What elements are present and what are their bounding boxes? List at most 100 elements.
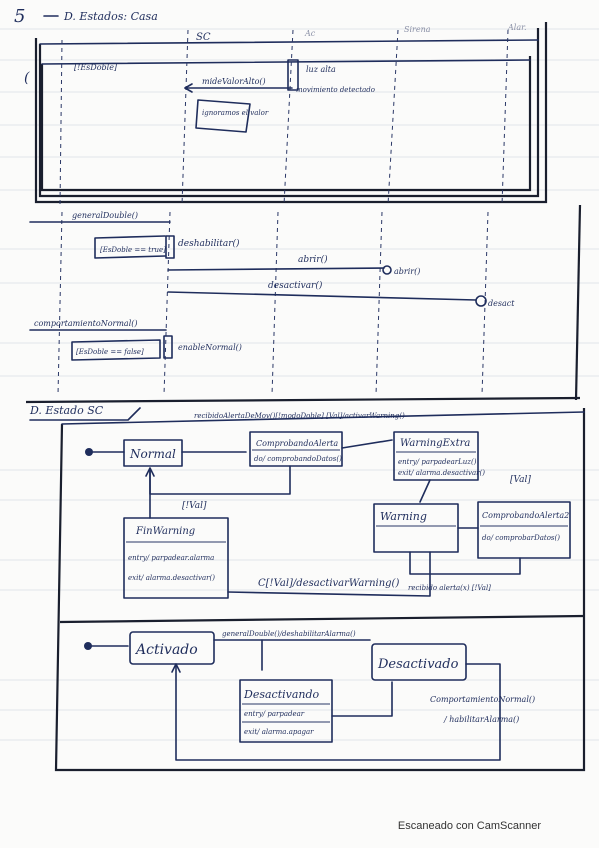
trans-right-2: / habilitarAlarma(): [443, 715, 519, 724]
comprobando2-action: do/ comprobarDatos(): [482, 534, 560, 542]
sequence-title: D. Estados: Casa: [63, 10, 158, 23]
lifeline-actor-2: [57, 211, 63, 396]
alt-frame: [40, 56, 532, 192]
guard-not-val: [!Val]: [182, 501, 207, 511]
lifeline-ac: [283, 29, 294, 206]
fin-warning-label: FinWarning: [135, 526, 195, 537]
state-desactivando: [239, 679, 333, 743]
outer-frame-2: [38, 28, 540, 198]
msg-luz-alta: luz alta: [306, 65, 336, 74]
state-title: D. Estado SC: [29, 404, 104, 417]
warning-extra-entry: entry/ parpadearLuz(): [398, 458, 477, 466]
note-box: [195, 99, 251, 133]
arrowhead: [171, 663, 181, 673]
msg-movimiento: movimiento detectado: [296, 86, 375, 94]
trans-right-1: ComportamientoNormal(): [430, 695, 535, 704]
to-warning-extra: [341, 439, 393, 449]
trans-bottom-label: C[!Val]/desactivarWarning(): [258, 578, 399, 589]
alt-frame-label: [!EsDoble]: [74, 63, 118, 72]
section-divider: [25, 396, 581, 404]
initial-state-1: [85, 448, 93, 456]
abrir-arrow: [167, 267, 385, 271]
region-divider: [59, 614, 585, 624]
lifeline-sirena-2: [375, 211, 383, 396]
lifeline-label-sc: SC: [196, 32, 211, 43]
sc-activation: [165, 235, 175, 259]
guard-es-doble: [EsDoble == true]: [100, 246, 166, 254]
guard-false-box: [71, 339, 161, 361]
trans-timeout: recibido alerta(x) [!Val]: [408, 584, 491, 592]
timeout-loop: [409, 551, 521, 575]
msg-desact-2: desact: [488, 299, 515, 308]
state-comprobando2: [477, 501, 571, 559]
state-comprobando-label: ComprobandoAlerta: [256, 439, 338, 448]
msg-abrir-2: abrir(): [394, 267, 420, 276]
state-normal-label: Normal: [129, 447, 176, 461]
msg-gen-double: generalDouble(): [72, 211, 138, 220]
note-text: ignoramos el valor: [202, 109, 269, 117]
outer-frame-1: [34, 22, 548, 204]
comprobando2-label: ComprobandoAlerta2: [482, 511, 569, 520]
sirena-target: [382, 265, 392, 275]
bottom-transition: [227, 551, 431, 597]
msg-mide: mideValorAlto(): [202, 77, 266, 86]
return-loop: [175, 663, 501, 761]
lifeline-label-ac: Ac: [304, 29, 316, 38]
desactivar-arrow: [167, 291, 477, 301]
msg-abrir: abrir(): [298, 254, 328, 265]
warning-extra-label: WarningExtra: [400, 438, 470, 449]
msg-desactivar: desactivar(): [268, 280, 323, 291]
arrowhead: [145, 467, 155, 477]
guard-box: [94, 235, 166, 259]
frame-top-line: [39, 39, 539, 45]
arrowhead: [184, 83, 193, 93]
state-warning-extra: [393, 431, 479, 481]
scanner-footer: Escaneado con CamScanner: [397, 820, 541, 832]
sc-activation-2: [163, 335, 173, 359]
initial-state-2: [84, 642, 92, 650]
lifeline-sirena: [387, 29, 399, 206]
fin-entry: entry/ parpadear.alarma: [128, 554, 214, 562]
desactivando-label: Desactivando: [243, 688, 320, 701]
activation-bar: [287, 59, 299, 91]
state-activado: [129, 631, 215, 665]
alt-frame-top: [41, 59, 531, 65]
guard-false: [EsDoble == false]: [76, 348, 144, 356]
fin-exit: exit/ alarma.desactivar(): [128, 574, 215, 582]
state-frame-top: [61, 411, 585, 425]
guard-val-right: [Val]: [510, 475, 531, 485]
state-desactivado: [371, 643, 467, 681]
state-comprobando: [249, 431, 343, 467]
desactivado-label: Desactivado: [377, 657, 459, 672]
warning-label: Warning: [380, 510, 427, 523]
msg-compartimento: comportamientoNormal(): [34, 319, 138, 328]
lifeline-actor: [59, 39, 63, 206]
to-desactivado: [331, 681, 393, 717]
desactivando-entry: entry/ parpadear: [244, 710, 305, 718]
lifeline-sc-2: [163, 211, 171, 396]
lifeline-label-alarma: Alar.: [507, 23, 527, 32]
warning-extra-exit: exit/ alarma.desactivar(): [398, 469, 485, 477]
alarma-target: [475, 295, 487, 307]
activado-label: Activado: [134, 642, 198, 658]
trans-top-label: recibidoAlertaDeMov()[!modoDoble] [Val]/…: [194, 412, 405, 420]
lifeline-ac-2: [271, 211, 279, 396]
msg-disable: deshabilitar(): [178, 238, 240, 249]
lifeline-alarma: [501, 29, 509, 206]
msg-enable: enableNormal(): [178, 343, 242, 352]
trans-top-2: generalDouble()/deshabilitarAlarma(): [222, 630, 356, 638]
desactivando-exit: exit/ alarma.apagar: [244, 728, 314, 736]
state-frame: [54, 408, 586, 772]
page-number: 5: [14, 6, 25, 27]
to-warning: [419, 479, 431, 503]
state-fin-warning: [123, 517, 229, 599]
lifeline-label-sirena: Sirena: [404, 25, 431, 34]
comprobando-action: do/ comprobandoDatos(): [254, 455, 342, 463]
right-margin-line: [574, 204, 582, 401]
state-normal: [123, 439, 183, 467]
bracket-mark: (: [24, 70, 30, 86]
lifeline-sc: [181, 29, 189, 206]
title-underline: [29, 407, 141, 421]
